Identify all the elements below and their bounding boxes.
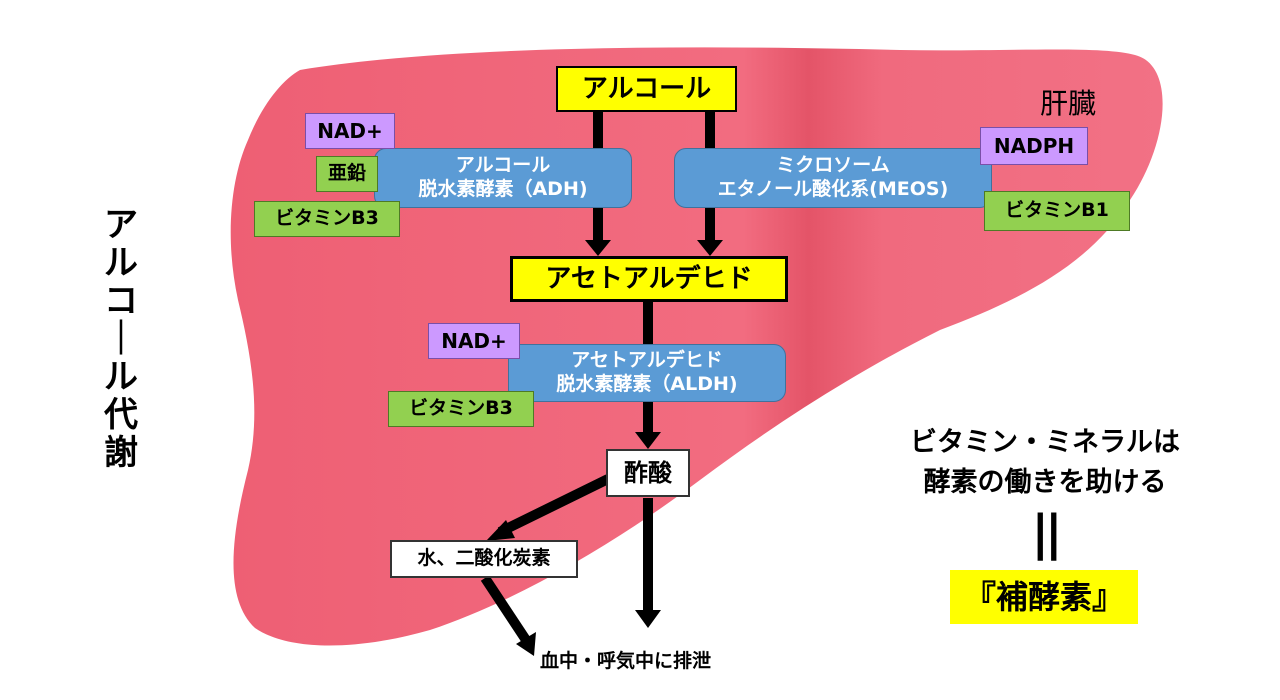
flow-arrows xyxy=(480,112,723,656)
arrowhead-water-to-excretion xyxy=(516,632,536,656)
cofactor-adh-zinc: 亜鉛 xyxy=(316,156,378,192)
vertical-title-char: ル xyxy=(104,243,138,283)
cofactor-adh-nad: NAD+ xyxy=(305,113,395,149)
node-acetaldehyde: アセトアルデヒド xyxy=(510,256,788,302)
arrowhead-to-excretion xyxy=(635,610,661,628)
arrow-water-to-excretion xyxy=(480,575,531,643)
note-line-1: ビタミン・ミネラルは xyxy=(910,427,1180,458)
enzyme-aldh: アセトアルデヒド 脱水素酵素（ALDH) xyxy=(508,344,786,402)
cofactor-adh-b3: ビタミンB3 xyxy=(254,201,400,237)
cofactor-meos-b1: ビタミンB1 xyxy=(984,191,1130,231)
arrowhead-to-water xyxy=(486,520,515,541)
node-water-co2: 水、二酸化炭素 xyxy=(390,540,578,578)
vertical-title-char: 代 xyxy=(104,395,138,435)
note-coenzyme-highlight: 『補酵素』 xyxy=(950,570,1138,624)
enzyme-meos: ミクロソーム エタノール酸化系(MEOS) xyxy=(674,148,992,208)
vertical-title-char: コ xyxy=(104,281,138,321)
arrowhead-to-acetic xyxy=(635,432,661,449)
node-acetic-acid: 酢酸 xyxy=(606,449,690,497)
arrowhead-to-acetaldehyde-left xyxy=(585,240,611,256)
vertical-title: アルコ｜ル代謝 xyxy=(96,206,146,472)
vertical-title-char: ル xyxy=(104,357,138,397)
vertical-title-char: ア xyxy=(104,205,138,245)
vertical-title-char: 謝 xyxy=(104,433,138,473)
note-equals: || xyxy=(1031,505,1062,561)
arrow-acetic-to-water xyxy=(497,474,611,537)
cofactor-aldh-b3: ビタミンB3 xyxy=(388,391,534,427)
vertical-title-text: アルコ｜ル代謝 xyxy=(96,206,146,472)
note-line-2: 酵素の働きを助ける xyxy=(923,467,1167,498)
node-excretion: 血中・呼気中に排泄 xyxy=(540,650,712,672)
organ-label: 肝臓 xyxy=(1040,87,1097,120)
cofactor-aldh-nad: NAD+ xyxy=(428,323,520,359)
node-alcohol: アルコール xyxy=(556,66,737,112)
cofactor-meos-nadph: NADPH xyxy=(980,127,1088,165)
vertical-title-char: ｜ xyxy=(104,319,138,359)
arrowhead-to-acetaldehyde-right xyxy=(697,240,723,256)
enzyme-adh: アルコール 脱水素酵素（ADH) xyxy=(374,148,632,208)
